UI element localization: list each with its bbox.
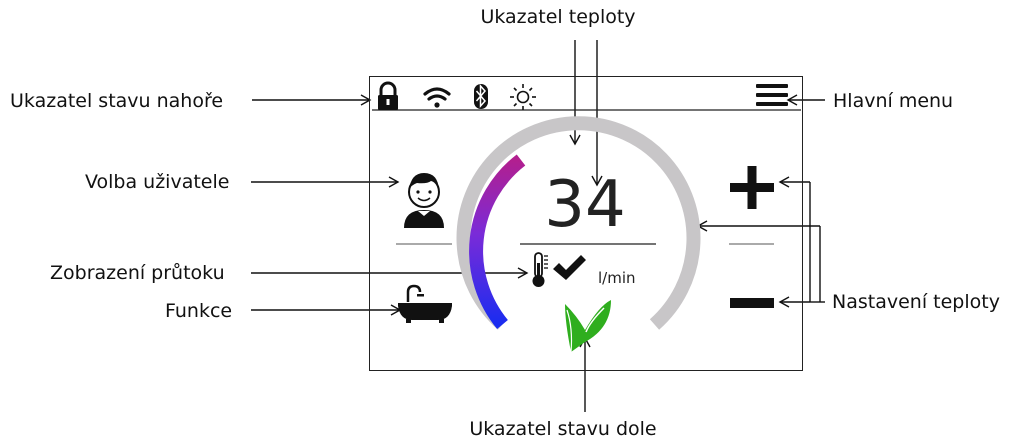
- label-status-top: Ukazatel stavu nahoře: [10, 90, 224, 112]
- minus-button[interactable]: [730, 298, 774, 308]
- label-function: Funkce: [165, 300, 233, 322]
- bluetooth-icon: [474, 84, 488, 109]
- bathtub-icon[interactable]: [398, 284, 452, 323]
- leaf-icon: [565, 300, 611, 353]
- main-menu-icon[interactable]: [756, 84, 788, 106]
- temperature-arc-track: [456, 116, 701, 330]
- label-flow-display: Zobrazení průtoku: [50, 262, 225, 284]
- label-temperature-setting: Nastavení teploty: [832, 291, 1000, 313]
- label-user-selection: Volba uživatele: [85, 171, 230, 193]
- temperature-value: 34: [544, 168, 626, 242]
- user-avatar-icon[interactable]: [404, 173, 444, 228]
- flow-unit-label: l/min: [598, 269, 636, 287]
- lock-icon: [378, 81, 398, 110]
- label-main-menu: Hlavní menu: [833, 90, 954, 112]
- thermometer-icon: [532, 252, 548, 287]
- check-icon: [553, 255, 586, 280]
- plus-button[interactable]: [730, 166, 774, 209]
- device-screen: [369, 76, 803, 371]
- wifi-icon: [423, 87, 451, 108]
- sun-icon: [510, 84, 536, 110]
- label-temperature-indicator: Ukazatel teploty: [480, 6, 636, 28]
- temperature-arc-fill: [469, 154, 526, 329]
- label-status-bottom: Ukazatel stavu dole: [469, 418, 657, 440]
